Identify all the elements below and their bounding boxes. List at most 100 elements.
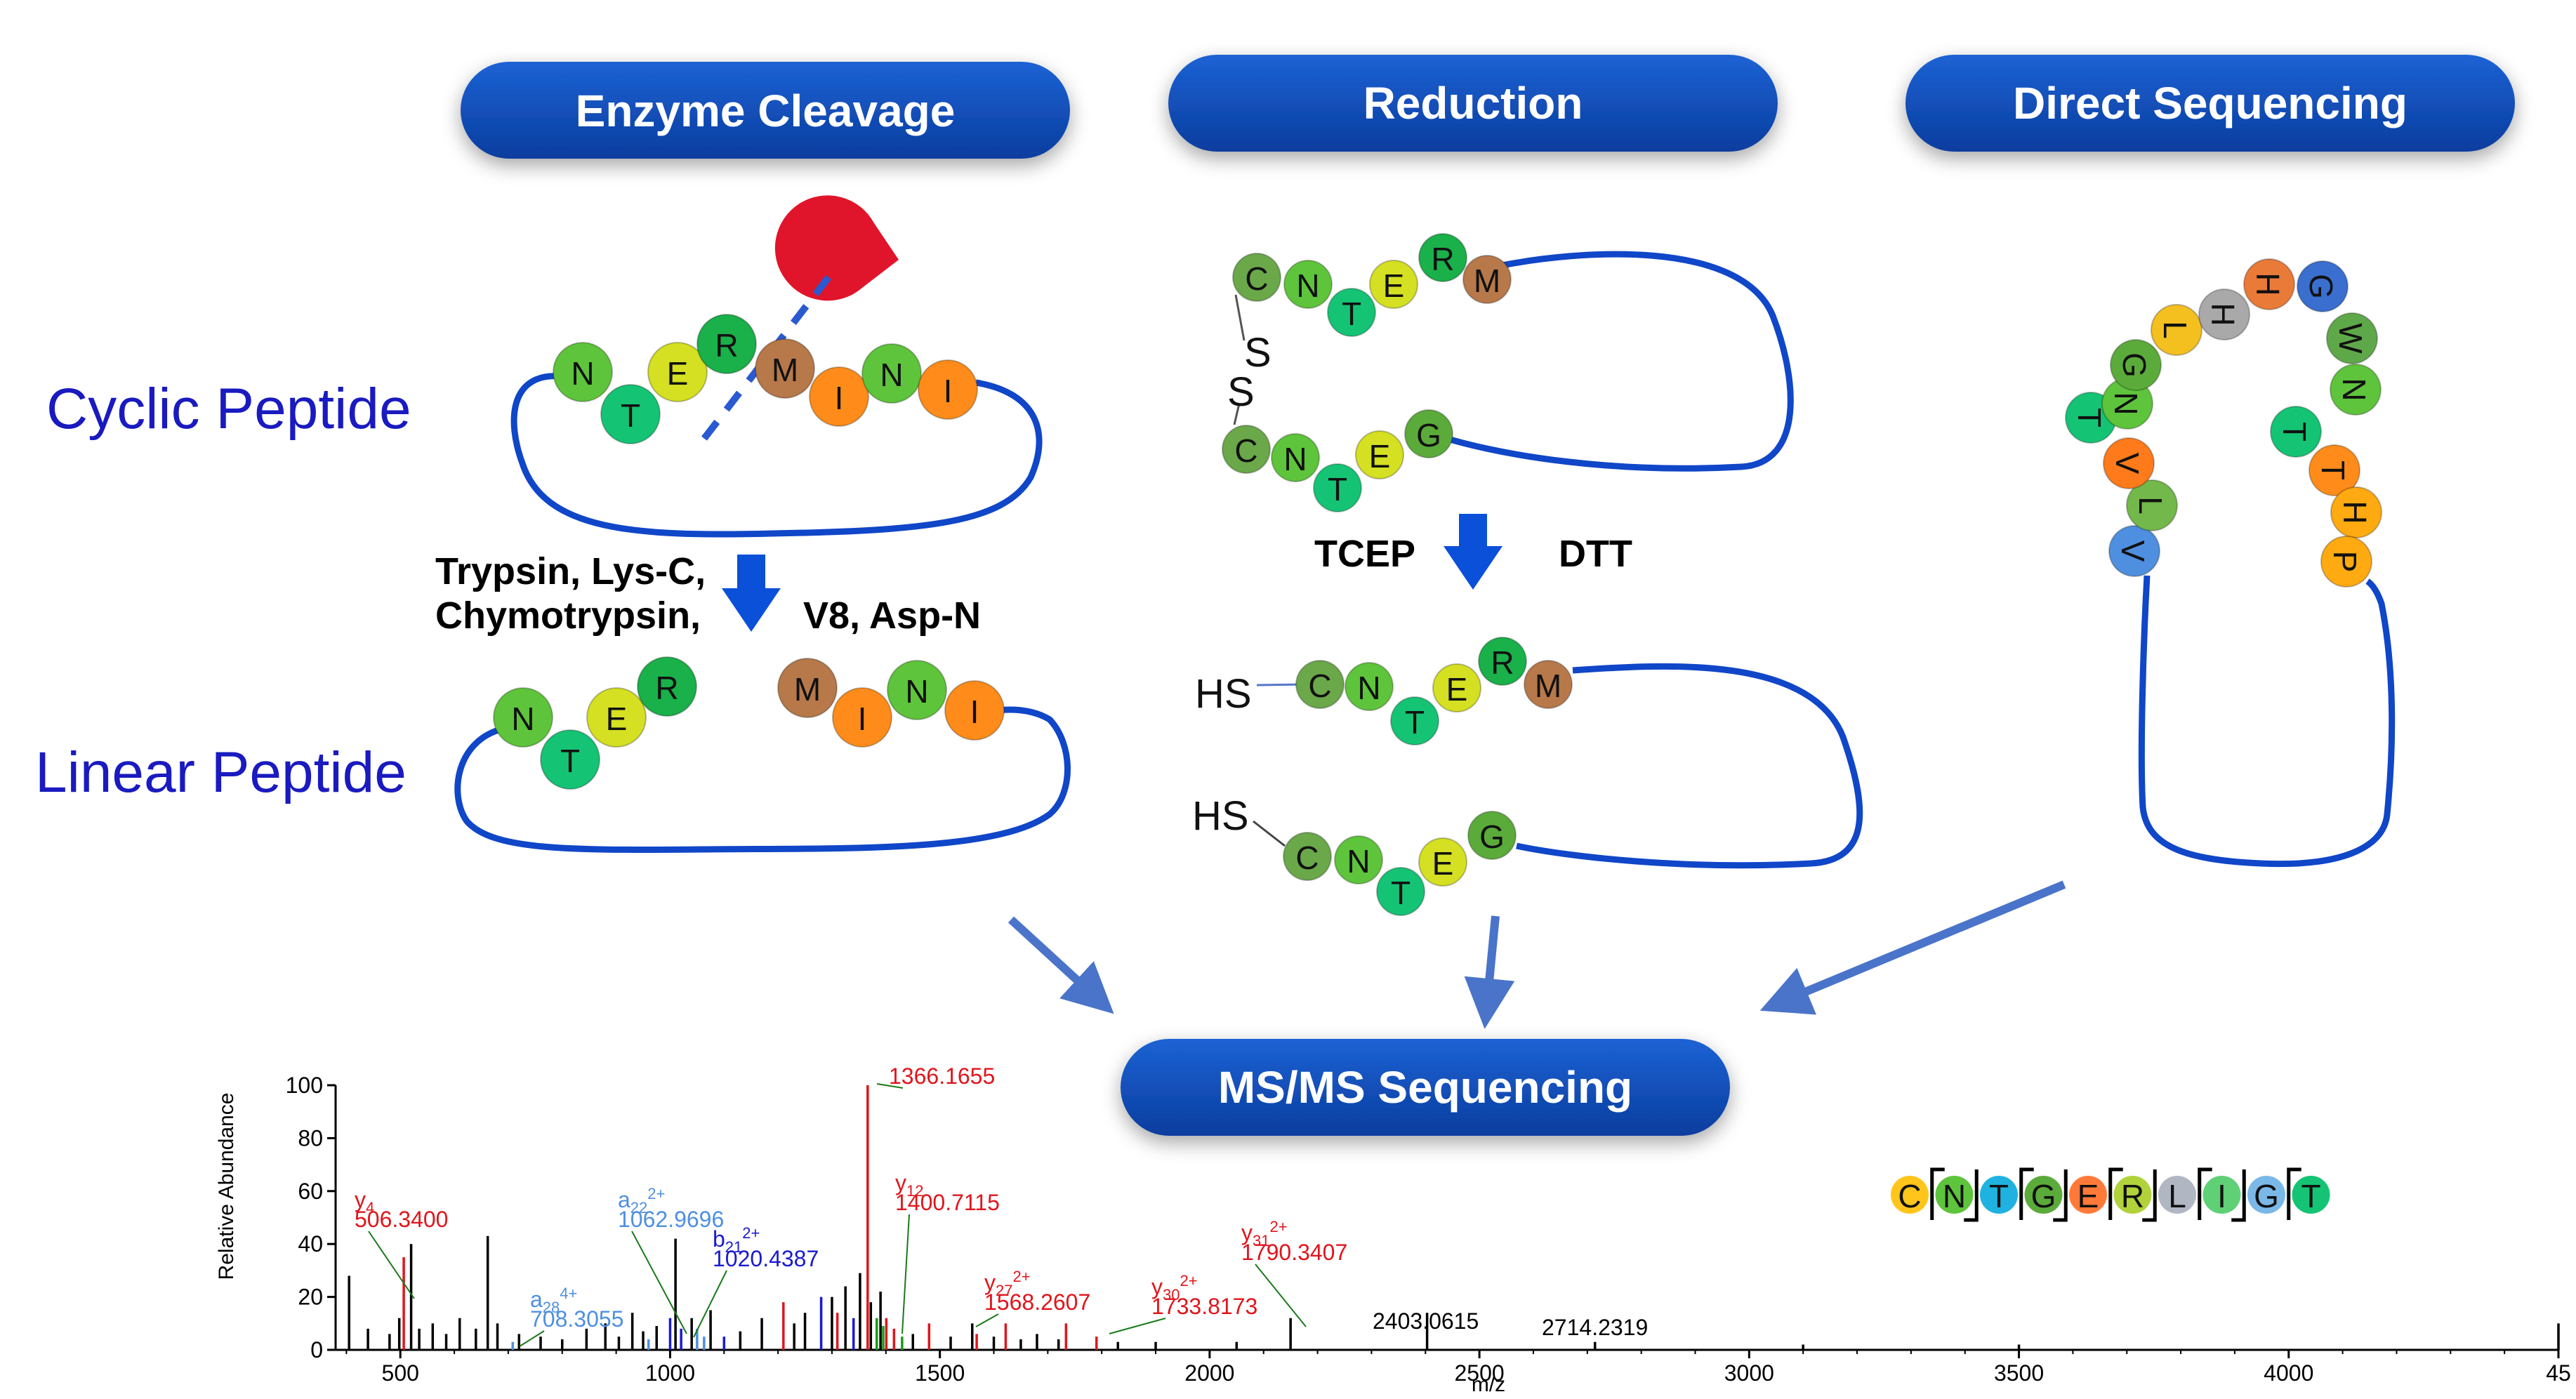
- ion-charge: 2+: [742, 1224, 760, 1242]
- msms-sequencing-header: MS/MS Sequencing: [1121, 1039, 1730, 1136]
- ion-index: 31: [1253, 1232, 1269, 1249]
- direct-sequencing-header: Direct Sequencing: [1905, 55, 2515, 152]
- ion-index: 28: [543, 1299, 560, 1316]
- seq-letter: N: [1943, 1178, 1966, 1214]
- arrow-reduction-to-msms: [1464, 915, 1515, 1029]
- peak-annotation: 2714.2319: [1542, 1315, 1648, 1340]
- ion-index: 27: [996, 1282, 1012, 1299]
- residue-letter: M: [1535, 668, 1561, 704]
- residue-g: G: [1467, 811, 1517, 860]
- residue-letter: H: [2205, 303, 2241, 326]
- enzyme-cleavage-header: Enzyme Cleavage: [461, 62, 1070, 159]
- annotation-leader: [901, 1214, 910, 1334]
- residue-letter: N: [2108, 392, 2144, 415]
- residue-letter: N: [1283, 441, 1307, 477]
- ion-type: y: [895, 1170, 906, 1195]
- peak-annotation: a222+1062.9696: [618, 1185, 724, 1334]
- ion-type: y: [355, 1187, 366, 1212]
- y-axis-label: Relative Abundance: [215, 1093, 238, 1280]
- residue-n: N: [1271, 433, 1320, 482]
- residue-g: G: [2297, 260, 2349, 312]
- reduction-down-arrow: [1444, 514, 1502, 590]
- y-tick-label: 40: [298, 1231, 323, 1257]
- disulfide-bond-lower: [1233, 403, 1241, 425]
- seq-residue: R: [2113, 1176, 2152, 1214]
- spectrum-peaks: [348, 1085, 2560, 1350]
- mz-label: 1790.3407: [1241, 1240, 1347, 1265]
- x-tick-label: 1500: [915, 1360, 965, 1386]
- seq-letter: G: [2254, 1178, 2279, 1214]
- residue-letter: C: [1234, 432, 1257, 469]
- ion-charge: 2+: [1269, 1218, 1287, 1235]
- arrow-direct-to-msms: [1759, 880, 2066, 1015]
- ion-index: 22: [630, 1199, 647, 1216]
- residue-m: M: [1462, 255, 1512, 304]
- residue-e: E: [1432, 663, 1481, 712]
- residue-letter: N: [571, 355, 594, 392]
- pacman-enzyme-icon: [774, 195, 899, 301]
- residue-h: H: [2243, 258, 2295, 310]
- residue-t: T: [540, 729, 600, 790]
- residue-n: N: [493, 687, 553, 748]
- direct-sequencing-label: Direct Sequencing: [2013, 78, 2407, 128]
- residue-letter: N: [880, 357, 903, 393]
- residue-letter: V: [2115, 541, 2151, 562]
- residue-letter: E: [1432, 845, 1454, 882]
- residue-letter: I: [835, 380, 844, 416]
- enzyme-down-arrow: [722, 555, 781, 632]
- seq-residue: T: [1980, 1176, 2018, 1214]
- peak-annotation: b212+1020.4387: [693, 1224, 819, 1338]
- seq-residue: G: [2247, 1176, 2285, 1214]
- x-tick-label: 45: [2546, 1360, 2571, 1386]
- fragment-bracket: [2108, 1167, 2123, 1220]
- residue-letter: I: [858, 701, 867, 737]
- residue-n: N: [1283, 260, 1333, 309]
- residue-letter: T: [2071, 408, 2108, 427]
- fragment-bracket: [2142, 1169, 2157, 1222]
- mz-label: 1568.2607: [984, 1289, 1090, 1315]
- residue-letter: N: [1296, 267, 1319, 304]
- peak-annotation: 1366.1655: [876, 1063, 995, 1089]
- seq-letter: I: [2217, 1178, 2226, 1214]
- residue-letter: M: [1474, 263, 1500, 299]
- fragment-bracket: [2198, 1167, 2212, 1220]
- linear-backbone: [454, 706, 1071, 854]
- ion-label: y312+: [1241, 1218, 1288, 1249]
- annotation-leader: [1255, 1264, 1307, 1327]
- enzymes-left-line2: Chymotrypsin,: [435, 595, 701, 637]
- mz-label: 1400.7115: [895, 1190, 1000, 1215]
- residue-l: L: [2151, 304, 2202, 356]
- residue-letter: E: [1383, 267, 1405, 304]
- y-tick-label: 20: [298, 1285, 323, 1310]
- spectrum-annotations: y4506.3400a222+1062.9696b212+1020.4387a2…: [355, 1063, 1648, 1347]
- ion-label: y12: [895, 1170, 923, 1200]
- residue-t: T: [600, 384, 661, 444]
- annotation-leader: [368, 1231, 415, 1299]
- residue-n: N: [1345, 662, 1394, 711]
- residue-letter: E: [606, 701, 628, 737]
- residue-n: N: [2330, 364, 2382, 416]
- reagent-dtt: DTT: [1559, 533, 1632, 575]
- x-tick-label: 3500: [1994, 1360, 2044, 1386]
- residue-letter: V: [2109, 453, 2146, 475]
- residue-e: E: [1355, 430, 1404, 479]
- peak-annotation: 2403.0615: [1373, 1308, 1479, 1334]
- seq-letter: T: [1989, 1178, 2009, 1214]
- residue-c: C: [1222, 425, 1271, 474]
- fragment-bracket: [2019, 1167, 2034, 1220]
- x-tick-label: 2500: [1455, 1360, 1505, 1386]
- annotation-leader: [693, 1270, 727, 1338]
- ion-index: 12: [906, 1182, 923, 1200]
- residue-letter: T: [621, 397, 640, 434]
- direct-backbone: [2138, 575, 2396, 868]
